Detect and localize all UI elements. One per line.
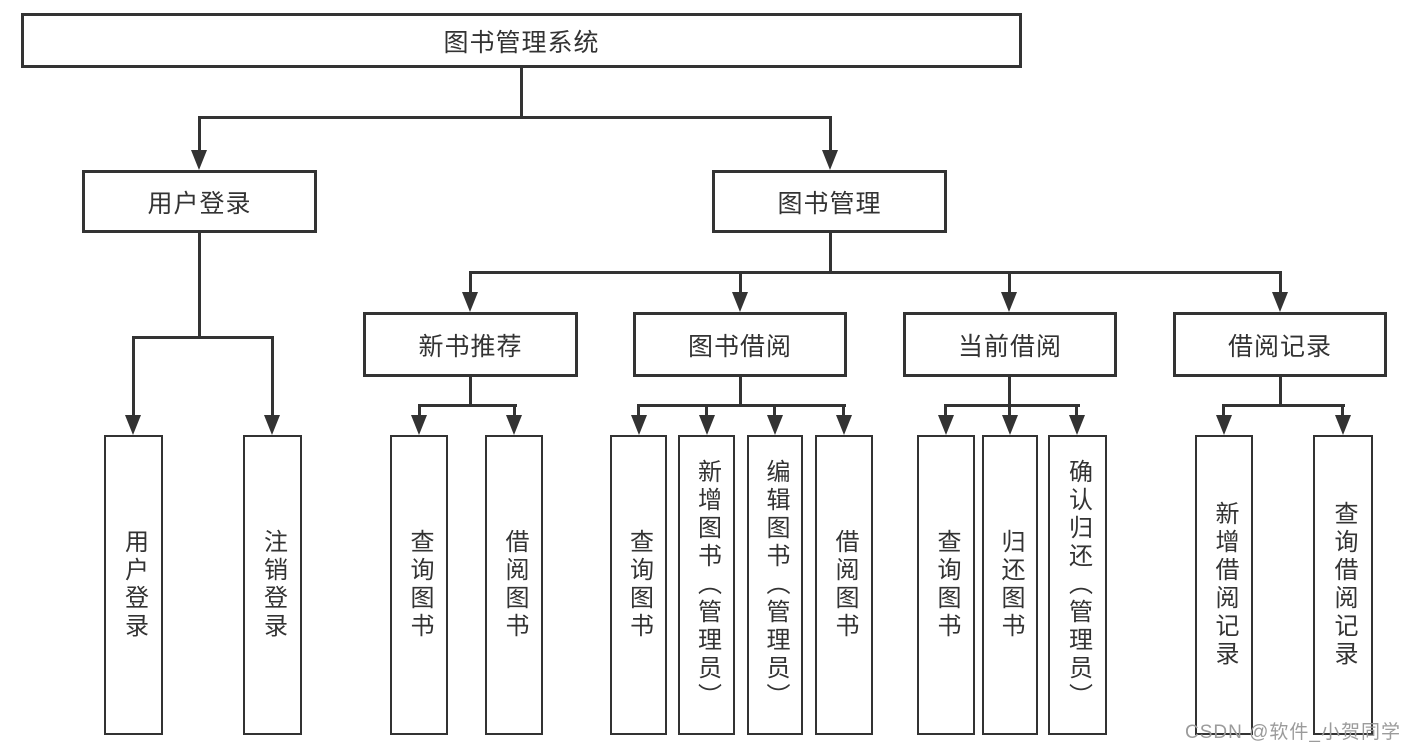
- connector-line: [1008, 271, 1011, 296]
- connector-line: [198, 231, 201, 339]
- connector-line: [132, 336, 274, 339]
- arrow-down-icon: [767, 415, 783, 435]
- connector-line: [1279, 271, 1282, 296]
- node-label: 当前借阅: [957, 332, 1062, 361]
- connector-line: [1341, 404, 1344, 419]
- connector-line: [829, 116, 832, 154]
- connector-line: [198, 116, 832, 119]
- arrow-down-icon: [1002, 415, 1018, 435]
- connector-line: [739, 271, 742, 296]
- arrow-down-icon: [1216, 415, 1232, 435]
- leaf-add-books-admin: 新增图书（管理员）: [678, 435, 735, 735]
- connector-line: [1008, 404, 1011, 419]
- leaf-label: 确认归还（管理员）: [1064, 459, 1092, 711]
- leaf-query-borrow-record: 查询借阅记录: [1313, 435, 1373, 735]
- node-label: 图书管理系统: [443, 28, 600, 57]
- node-user-login: 用户登录: [82, 170, 317, 233]
- arrow-down-icon: [699, 415, 715, 435]
- node-library-management-system: 图书管理系统: [21, 13, 1022, 68]
- node-label: 图书借阅: [687, 332, 792, 361]
- arrow-down-icon: [191, 150, 207, 170]
- leaf-borrow-books-recommend: 借阅图书: [485, 435, 543, 735]
- leaf-label: 用户登录: [120, 529, 148, 641]
- connector-line: [469, 271, 1282, 274]
- leaf-add-borrow-record: 新增借阅记录: [1195, 435, 1253, 735]
- leaf-logout: 注销登录: [243, 435, 302, 735]
- leaf-label: 查询借阅记录: [1330, 501, 1357, 669]
- arrow-down-icon: [822, 150, 838, 170]
- connector-line: [520, 66, 523, 118]
- leaf-label: 借阅图书: [831, 529, 858, 641]
- arrow-down-icon: [462, 292, 478, 312]
- leaf-query-books-borrow: 查询图书: [610, 435, 667, 735]
- connector-line: [418, 404, 517, 407]
- connector-line: [945, 404, 1080, 407]
- connector-line: [132, 336, 135, 420]
- connector-line: [829, 231, 832, 274]
- leaf-user-login: 用户登录: [104, 435, 163, 735]
- arrow-down-icon: [1001, 292, 1017, 312]
- leaf-query-books-recommend: 查询图书: [390, 435, 448, 735]
- leaf-confirm-return-admin: 确认归还（管理员）: [1048, 435, 1107, 735]
- node-label: 用户登录: [147, 189, 252, 218]
- connector-line: [1223, 404, 1345, 407]
- node-new-book-recommend: 新书推荐: [363, 312, 578, 377]
- node-label: 借阅记录: [1227, 332, 1332, 361]
- leaf-label: 编辑图书（管理员）: [762, 459, 789, 711]
- leaf-label: 新增借阅记录: [1211, 501, 1238, 669]
- leaf-return-books: 归还图书: [982, 435, 1038, 735]
- arrow-down-icon: [1335, 415, 1351, 435]
- leaf-edit-books-admin: 编辑图书（管理员）: [747, 435, 803, 735]
- arrow-down-icon: [1069, 415, 1085, 435]
- node-current-borrow: 当前借阅: [903, 312, 1117, 377]
- arrow-down-icon: [836, 415, 852, 435]
- leaf-label: 新增图书（管理员）: [693, 459, 721, 711]
- connector-line: [513, 404, 516, 419]
- leaf-borrow-books: 借阅图书: [815, 435, 873, 735]
- arrow-down-icon: [631, 415, 647, 435]
- arrow-down-icon: [411, 415, 427, 435]
- node-book-borrow: 图书借阅: [633, 312, 847, 377]
- connector-line: [739, 375, 742, 407]
- connector-line: [842, 404, 845, 419]
- csdn-watermark: CSDN @软件_小贺同学: [1185, 722, 1401, 743]
- connector-line: [637, 404, 640, 419]
- leaf-label: 查询图书: [933, 529, 960, 641]
- leaf-label: 归还图书: [997, 529, 1024, 641]
- connector-line: [469, 271, 472, 296]
- leaf-query-books-current: 查询图书: [917, 435, 975, 735]
- connector-line: [469, 375, 472, 407]
- arrow-down-icon: [506, 415, 522, 435]
- leaf-label: 注销登录: [259, 529, 287, 641]
- arrow-down-icon: [938, 415, 954, 435]
- node-label: 图书管理: [777, 189, 882, 218]
- connector-line: [418, 404, 421, 419]
- connector-line: [638, 404, 846, 407]
- arrow-down-icon: [732, 292, 748, 312]
- connector-line: [271, 336, 274, 420]
- arrow-down-icon: [125, 415, 141, 435]
- connector-line: [1279, 375, 1282, 407]
- node-label: 新书推荐: [418, 332, 523, 361]
- leaf-label: 查询图书: [625, 529, 653, 641]
- arrow-down-icon: [1272, 292, 1288, 312]
- node-borrow-records: 借阅记录: [1173, 312, 1387, 377]
- arrow-down-icon: [264, 415, 280, 435]
- connector-line: [1222, 404, 1225, 419]
- node-book-management: 图书管理: [712, 170, 947, 233]
- connector-line: [1008, 375, 1011, 407]
- leaf-label: 查询图书: [406, 529, 433, 641]
- connector-line: [1075, 404, 1078, 419]
- connector-line: [944, 404, 947, 419]
- connector-line: [773, 404, 776, 419]
- leaf-label: 借阅图书: [501, 529, 528, 641]
- connector-line: [705, 404, 708, 419]
- connector-line: [198, 116, 201, 154]
